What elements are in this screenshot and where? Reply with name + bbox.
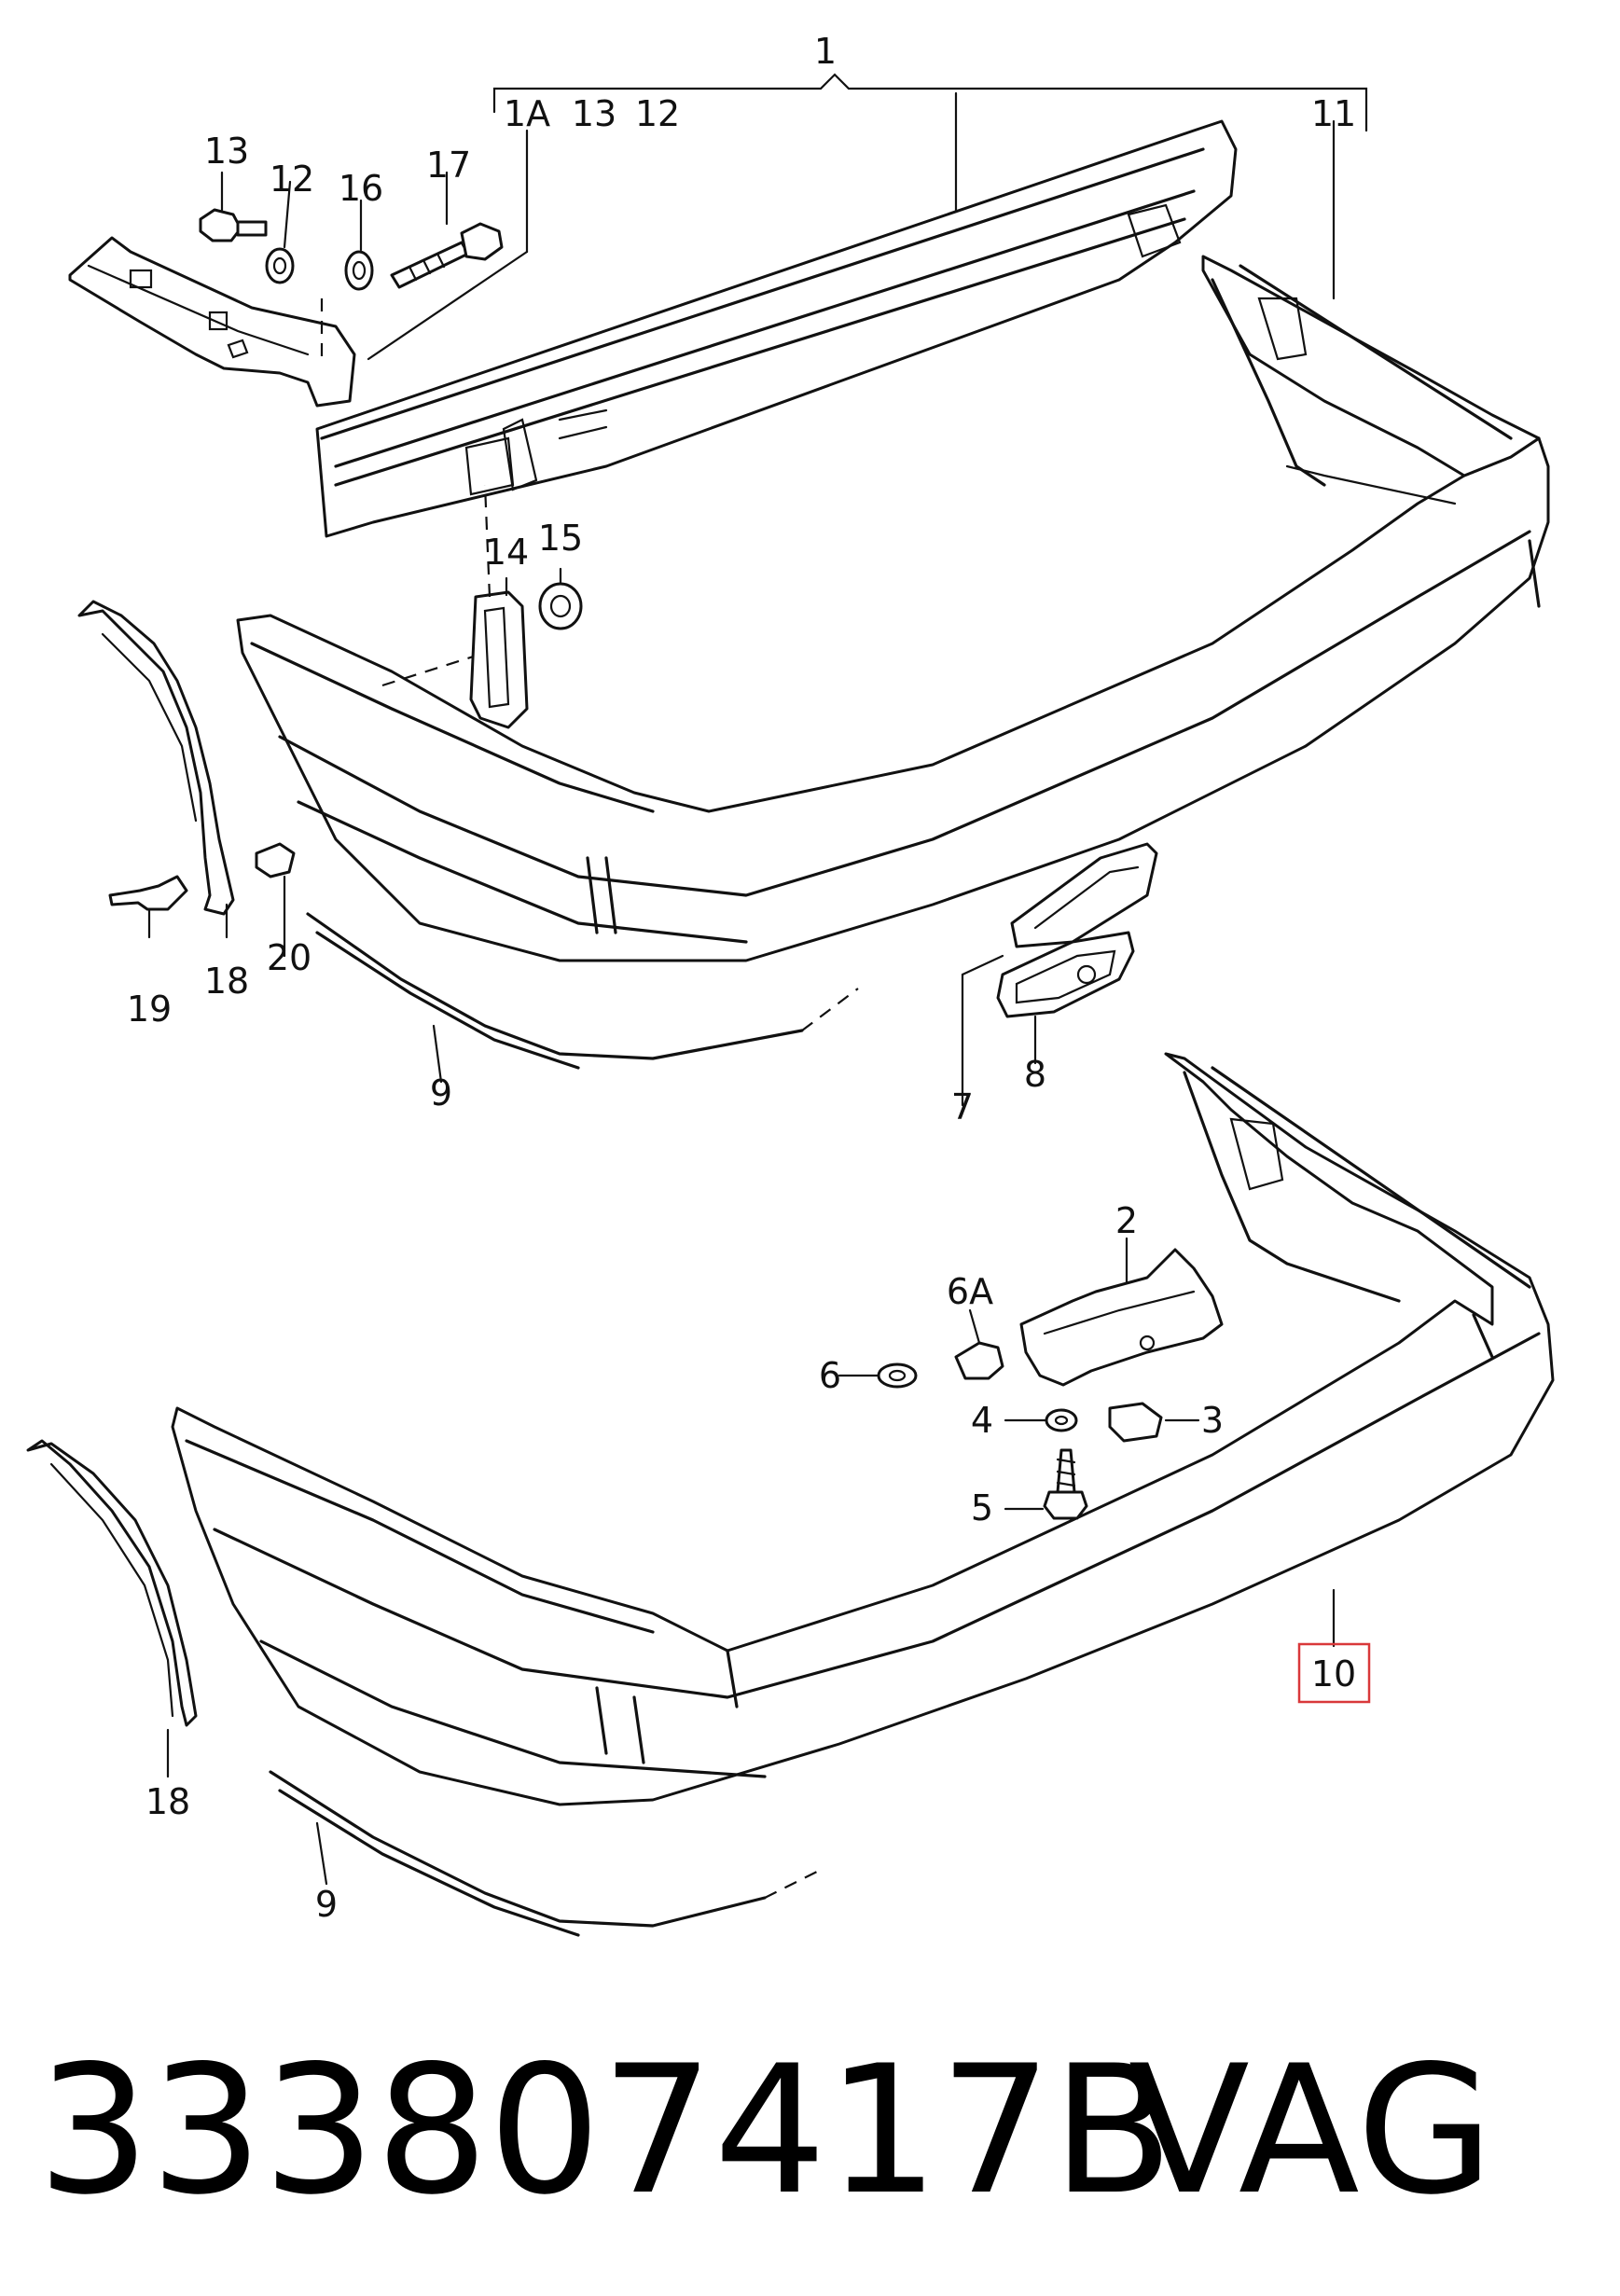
- callout-20: 20: [267, 937, 312, 978]
- clip-3: [1108, 1402, 1163, 1443]
- callout-12: 12: [270, 159, 314, 200]
- callout-17: 17: [426, 145, 471, 186]
- callout-15: 15: [538, 518, 583, 559]
- clip-20: [255, 842, 296, 878]
- screw-5: [1043, 1448, 1088, 1520]
- arch-trim-18-lower: [26, 1439, 198, 1727]
- reflector-7: [1010, 842, 1158, 948]
- buffer-15: [538, 582, 583, 630]
- callout-9-lower: 9: [315, 1884, 338, 1925]
- callout-11: 11: [1311, 93, 1356, 134]
- callout-9-upper: 9: [430, 1072, 452, 1113]
- callout-7: 7: [951, 1086, 974, 1127]
- callout-10: 10: [1311, 1653, 1356, 1694]
- clip-6a: [954, 1341, 1004, 1380]
- upper-rub-strip: [306, 912, 859, 1070]
- part-number: 333807417B: [37, 2027, 1174, 2234]
- lower-bumper-cover: [171, 1052, 1555, 1806]
- lens-8: [996, 931, 1135, 1018]
- guide-14: [469, 484, 529, 729]
- callout-8: 8: [1024, 1054, 1046, 1095]
- upper-bumper-cover: [236, 255, 1550, 962]
- group-bracket-1: [367, 73, 1368, 361]
- washer-4: [1045, 1408, 1078, 1432]
- callout-16: 16: [339, 168, 383, 209]
- washer-16: [344, 250, 374, 291]
- callout-labels: 1 1A 13 12 11 13 12 16 17 14 15 19 18 20…: [127, 31, 1371, 1925]
- reinforcement-bar: [315, 119, 1238, 538]
- callout-13: 13: [204, 131, 249, 172]
- arch-trim-18-upper: [77, 600, 235, 916]
- nut-6: [877, 1362, 918, 1389]
- bolt-17: [390, 222, 504, 289]
- callout-1a: 1A: [504, 93, 550, 134]
- callout-5: 5: [971, 1487, 993, 1528]
- callout-6: 6: [819, 1355, 841, 1396]
- side-mount-bracket: [68, 236, 356, 408]
- washer-12: [265, 247, 295, 284]
- callout-1: 1: [814, 31, 837, 72]
- leader-lines: [147, 171, 1336, 1886]
- brand-name: VAG: [1128, 2027, 1494, 2234]
- callout-18-lower: 18: [145, 1781, 190, 1822]
- callout-2: 2: [1115, 1200, 1138, 1241]
- lower-rub-strip: [269, 1770, 822, 1937]
- bolt-13: [199, 208, 268, 242]
- callout-19: 19: [127, 989, 172, 1030]
- callout-18-upper: 18: [204, 961, 249, 1002]
- part-footer: 333807417B VAG: [37, 2024, 1585, 2238]
- mount-bracket-2: [1019, 1248, 1224, 1387]
- callout-3: 3: [1201, 1400, 1224, 1441]
- callout-6a: 6A: [947, 1271, 993, 1312]
- callout-12-group: 12: [635, 93, 680, 134]
- callout-10-highlight-box: [1297, 1642, 1371, 1704]
- clip-19: [108, 875, 188, 911]
- callout-14: 14: [484, 532, 529, 573]
- callout-13-group: 13: [572, 93, 616, 134]
- callout-4: 4: [971, 1400, 993, 1441]
